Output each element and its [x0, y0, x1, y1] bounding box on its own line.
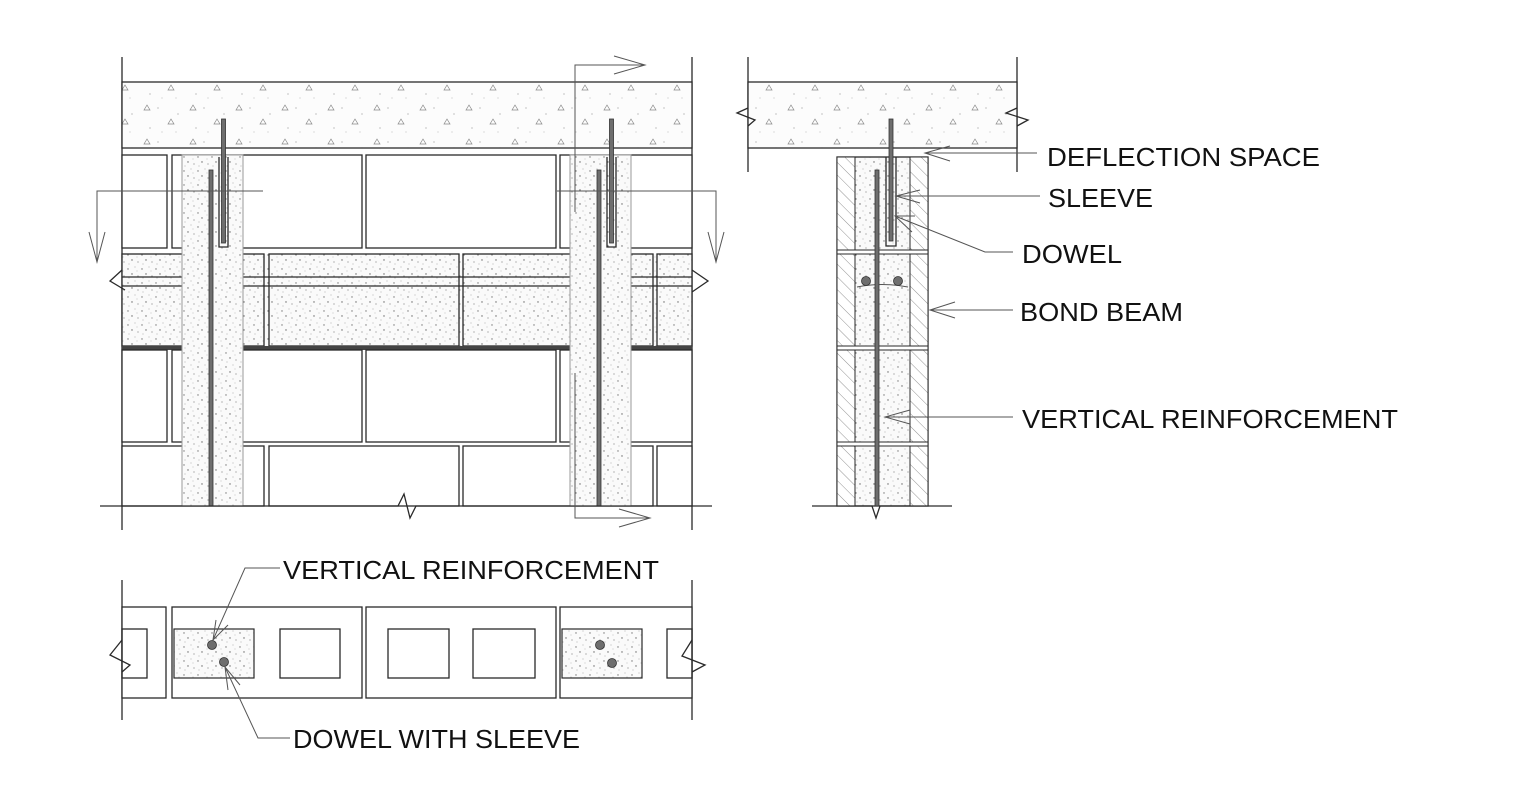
- sleeve-section: [885, 157, 897, 247]
- concrete-slab-section: [747, 81, 1018, 149]
- dowel-left: [221, 118, 226, 244]
- dowel-right: [609, 118, 614, 244]
- vertical-rebar-right: [596, 169, 602, 507]
- dowel-dot: [219, 657, 229, 667]
- vertical-rebar-left: [208, 169, 214, 507]
- label-dowel: DOWEL: [1022, 239, 1122, 269]
- dowel-section: [888, 118, 894, 242]
- label-sleeve: SLEEVE: [1048, 183, 1153, 213]
- concrete-slab: [121, 81, 693, 149]
- bond-beam-bar: [861, 276, 871, 286]
- vertical-rebar-dot: [207, 640, 217, 650]
- wall-plan: VERTICAL REINFORCEMENT DOWEL WITH SLEEVE: [108, 555, 707, 754]
- label-plan-dowel-with-sleeve: DOWEL WITH SLEEVE: [293, 724, 580, 754]
- leader-lines: [883, 145, 1040, 425]
- grouted-cell: [561, 628, 643, 679]
- label-vertical-reinforcement: VERTICAL REINFORCEMENT: [1022, 404, 1398, 434]
- label-deflection-space: DEFLECTION SPACE: [1047, 142, 1320, 172]
- vertical-rebar-dot: [595, 640, 605, 650]
- label-plan-vertical-reinforcement: VERTICAL REINFORCEMENT: [283, 555, 659, 585]
- sleeve-left: [218, 157, 229, 248]
- vertical-rebar-section: [874, 169, 880, 507]
- wall-elevation: [88, 55, 725, 530]
- section-cut-marker: [88, 55, 725, 528]
- wall-section: DEFLECTION SPACE SLEEVE DOWEL BOND BEAM …: [735, 57, 1398, 521]
- sleeve-right: [606, 157, 617, 248]
- label-bond-beam: BOND BEAM: [1020, 297, 1183, 327]
- bond-beam-bar: [893, 276, 903, 286]
- dowel-dot: [607, 658, 617, 668]
